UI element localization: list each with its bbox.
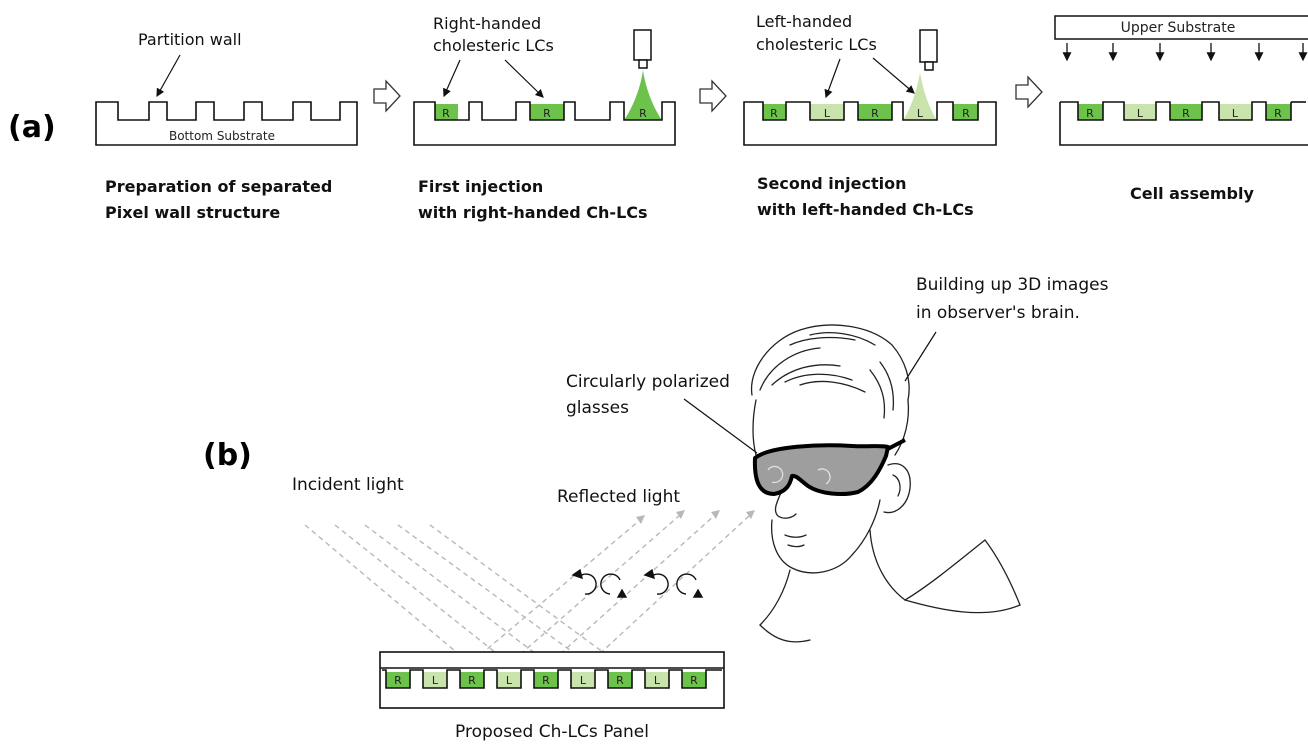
right-lc-cell bbox=[682, 672, 706, 688]
brain-label-line1: Building up 3D images bbox=[916, 275, 1109, 295]
step4-caption: Cell assembly bbox=[1130, 184, 1254, 203]
step1-diagram: Bottom Substrate Partition wall Preparat… bbox=[95, 30, 358, 222]
left-handed-label-line1: Left-handed bbox=[756, 12, 852, 31]
brain-label-line2: in observer's brain. bbox=[916, 303, 1080, 323]
panel-cell-label: R bbox=[468, 674, 476, 687]
process-arrow-icon bbox=[699, 79, 727, 113]
left-handed-label-line2: cholesteric LCs bbox=[756, 35, 877, 54]
panel-a-letter: (a) bbox=[8, 110, 56, 145]
glasses-label-line2: glasses bbox=[566, 398, 629, 418]
observer-face bbox=[750, 324, 1021, 643]
cell-r-label: R bbox=[639, 107, 647, 120]
step3-diagram: R L R L R Left-handed cholesteric LCs Se… bbox=[743, 12, 997, 219]
right-handed-label-line2: cholesteric LCs bbox=[433, 36, 554, 55]
left-lc-cell bbox=[645, 672, 669, 688]
step1-caption-line1: Preparation of separated bbox=[105, 177, 332, 196]
left-lc-cell bbox=[571, 672, 595, 688]
cell-r-label: R bbox=[962, 107, 970, 120]
reflected-rays bbox=[459, 510, 755, 673]
upper-substrate-label: Upper Substrate bbox=[1121, 20, 1236, 36]
cell-r-label: R bbox=[871, 107, 879, 120]
cell-r-label: R bbox=[442, 107, 450, 120]
panel-b-letter: (b) bbox=[203, 438, 252, 473]
panel-cell-label: R bbox=[394, 674, 402, 687]
panel-cell-label: L bbox=[580, 674, 587, 687]
bottom-substrate-label: Bottom Substrate bbox=[169, 129, 275, 143]
left-lc-cell bbox=[497, 672, 521, 688]
step2-caption-line2: with right-handed Ch-LCs bbox=[418, 203, 648, 222]
right-lc-cell bbox=[608, 672, 632, 688]
partition-wall-label: Partition wall bbox=[138, 30, 242, 49]
cell-r-label: R bbox=[1182, 107, 1190, 120]
process-arrow-icon bbox=[1015, 75, 1043, 109]
left-lc-cell bbox=[423, 672, 447, 688]
step2-caption-line1: First injection bbox=[418, 177, 543, 196]
step1-caption-line2: Pixel wall structure bbox=[105, 203, 280, 222]
cell-r-label: R bbox=[770, 107, 778, 120]
dispenser-icon bbox=[919, 29, 938, 71]
step2-diagram: R R R Right-handed cholesteric LCs First… bbox=[413, 14, 676, 222]
process-arrow-icon bbox=[373, 79, 401, 113]
panel-cell-label: L bbox=[654, 674, 661, 687]
panel-caption: Proposed Ch-LCs Panel bbox=[455, 722, 649, 742]
panel-cell-label: R bbox=[542, 674, 550, 687]
panel-cell-label: L bbox=[506, 674, 513, 687]
cell-r-label: R bbox=[1274, 107, 1282, 120]
dispenser-icon bbox=[633, 29, 652, 69]
cell-l-label: L bbox=[1232, 107, 1239, 120]
glasses-label-line1: Circularly polarized bbox=[566, 372, 730, 392]
cell-l-label: L bbox=[917, 107, 924, 120]
step4-diagram: Upper Substrate R L R L R Cell assembly bbox=[1054, 15, 1308, 203]
right-lc-cell bbox=[460, 672, 484, 688]
panel-cell-label: R bbox=[690, 674, 698, 687]
right-lc-cell bbox=[386, 672, 410, 688]
panel-cell-label: R bbox=[616, 674, 624, 687]
incident-light-label: Incident light bbox=[292, 475, 404, 495]
panel-cell-label: L bbox=[432, 674, 439, 687]
step3-caption-line1: Second injection bbox=[757, 174, 906, 193]
right-handed-label-line1: Right-handed bbox=[433, 14, 541, 33]
reflected-light-label: Reflected light bbox=[557, 487, 680, 507]
cell-l-label: L bbox=[824, 107, 831, 120]
polarization-icon bbox=[571, 568, 704, 598]
incident-rays bbox=[304, 524, 631, 673]
cell-r-label: R bbox=[543, 107, 551, 120]
step3-caption-line2: with left-handed Ch-LCs bbox=[757, 200, 974, 219]
right-lc-cell bbox=[534, 672, 558, 688]
cell-l-label: L bbox=[1137, 107, 1144, 120]
cell-r-label: R bbox=[1086, 107, 1094, 120]
panel-wall bbox=[382, 669, 722, 689]
